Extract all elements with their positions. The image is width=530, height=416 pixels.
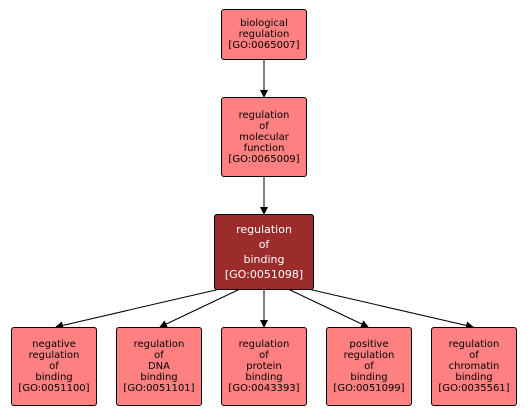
- edge-regulation-of-binding-to-chromatin-binding: [307, 288, 474, 330]
- node-regulation-of-binding[interactable]: regulation of binding [GO:0051098]: [214, 214, 314, 290]
- node-positive-regulation-of-binding[interactable]: positive regulation of binding [GO:00510…: [326, 327, 412, 406]
- node-regulation-of-protein-binding[interactable]: regulation of protein binding [GO:004339…: [221, 327, 307, 406]
- edge-regulation-of-binding-to-dna-binding: [159, 288, 241, 328]
- node-regulation-of-dna-binding[interactable]: regulation of DNA binding [GO:0051101]: [116, 327, 202, 406]
- node-regulation-of-chromatin-binding[interactable]: regulation of chromatin binding [GO:0035…: [431, 327, 517, 406]
- edge-regulation-of-binding-to-positive-regulation: [287, 288, 369, 328]
- edge-regulation-of-binding-to-negative-regulation: [55, 288, 221, 330]
- node-negative-regulation-of-binding[interactable]: negative regulation of binding [GO:00511…: [11, 327, 97, 406]
- node-regulation-of-molecular-function[interactable]: regulation of molecular function [GO:006…: [221, 97, 307, 177]
- node-biological-regulation[interactable]: biological regulation [GO:0065007]: [221, 9, 307, 60]
